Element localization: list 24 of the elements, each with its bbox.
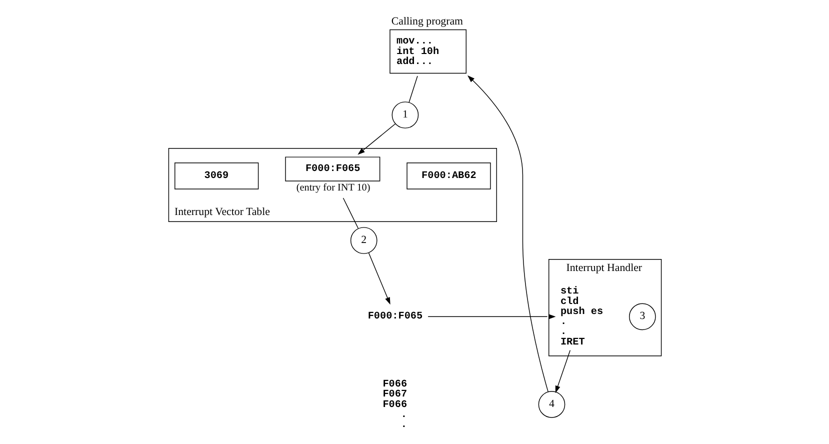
node-box: 3069	[174, 162, 258, 190]
node-circle: 1	[391, 102, 418, 128]
node-circle: 2	[350, 227, 377, 254]
label: .	[400, 410, 406, 421]
node-box: mov... int 10h add...	[389, 29, 466, 74]
connector	[408, 76, 418, 103]
connector	[342, 198, 358, 229]
label: F066	[382, 400, 407, 411]
node-box: F000:F065	[284, 156, 380, 182]
label: F067	[382, 390, 407, 401]
arrow	[368, 252, 390, 305]
arrow	[427, 314, 556, 320]
arrow	[466, 75, 548, 392]
arrow	[357, 123, 396, 155]
node-circle: 4	[538, 391, 565, 418]
arrow	[554, 350, 570, 394]
node-text: sti cld push es . . IRET	[560, 286, 603, 348]
node-text: F000:F065	[367, 312, 422, 323]
node-label: Calling program	[390, 16, 463, 28]
label: .	[400, 420, 406, 432]
node-label: (entry for INT 10)	[296, 182, 370, 194]
label: F066	[382, 379, 407, 390]
node-circle: 3	[628, 303, 656, 330]
node-box: F000:AB62	[406, 162, 490, 190]
